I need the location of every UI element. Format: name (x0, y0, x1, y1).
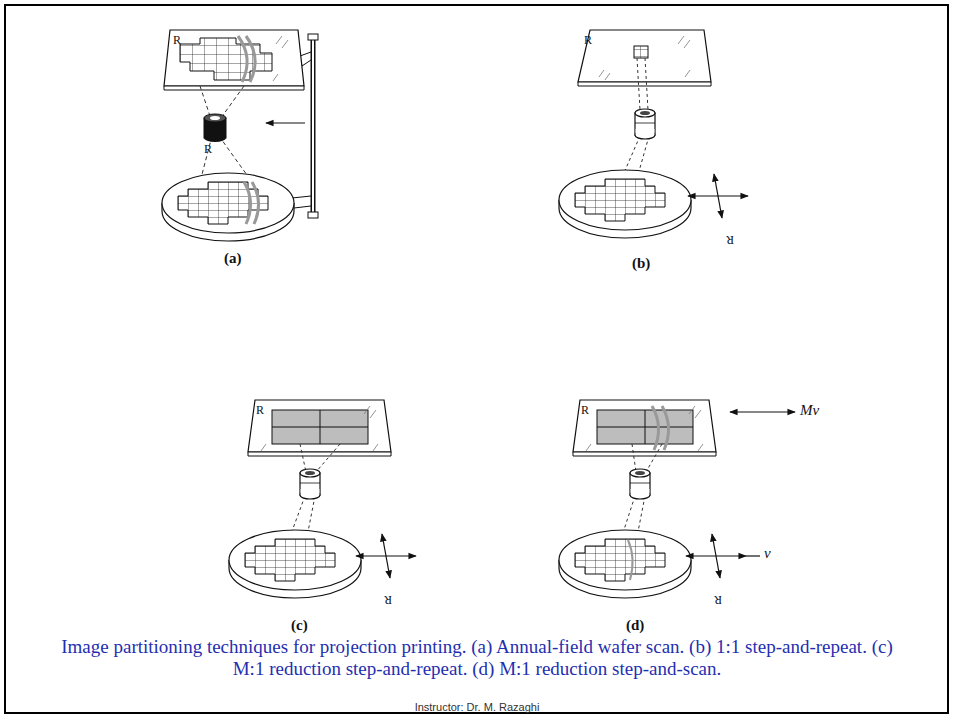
reticle-mark: R (256, 403, 264, 418)
wafer-mark: R (384, 592, 392, 607)
panel-letter: (a) (224, 250, 242, 267)
wafer-mark: R (714, 592, 722, 607)
image-mark: R (204, 142, 212, 157)
panel-letter: (c) (291, 617, 308, 634)
panel-letter: (b) (632, 255, 650, 272)
reticle-mark: R (173, 33, 181, 48)
panel-letter: (d) (626, 617, 644, 634)
slide-frame (5, 5, 948, 713)
instructor-note: Instructor: Dr. M. Razaghi (0, 701, 954, 713)
reticle-mark: R (581, 403, 589, 418)
wafer-mark: R (726, 232, 734, 247)
panel-c-figure (229, 400, 416, 598)
figure-caption: Image partitioning techniques for projec… (50, 636, 904, 680)
velocity-label: Mv (800, 402, 819, 419)
panel-a-figure (162, 30, 318, 241)
panel-b-figure (559, 30, 748, 238)
reticle-mark: R (584, 33, 592, 48)
panel-d-figure (559, 400, 795, 598)
velocity-label: v (764, 545, 771, 562)
